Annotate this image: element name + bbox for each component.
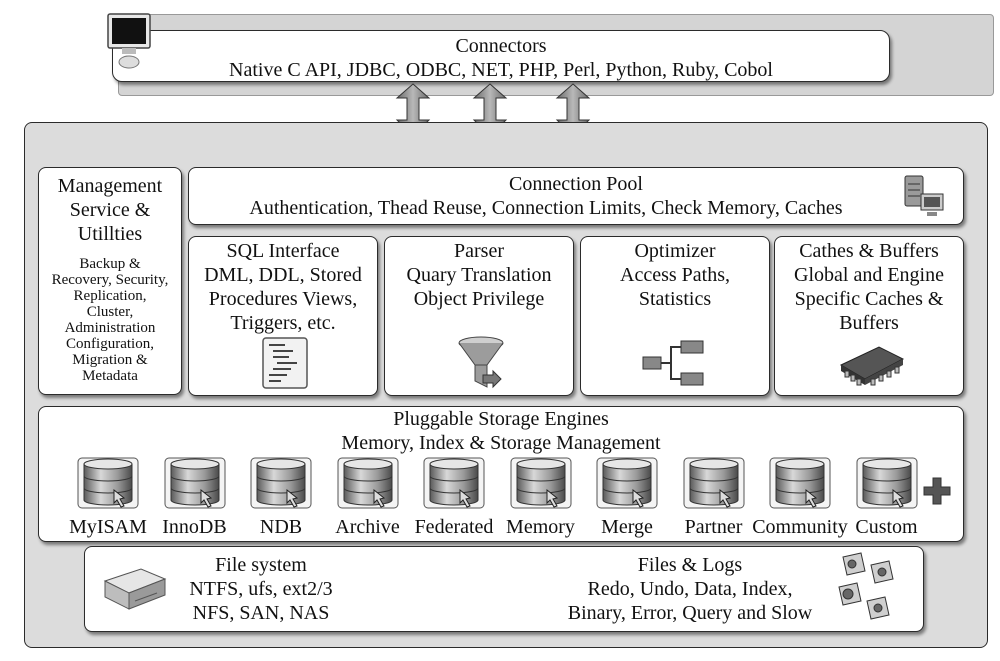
storage-engine-label: Merge — [601, 516, 653, 538]
storage-engine-archive: Archive — [322, 450, 414, 542]
files-logs-title: Files & Logs — [637, 554, 743, 576]
storage-engine-memory: Memory — [495, 450, 587, 542]
storage-engine-label: MyISAM — [69, 516, 147, 538]
module-line: Parser — [454, 240, 504, 262]
server-icon — [904, 175, 944, 216]
log-files-icon — [838, 552, 894, 620]
management-detail-line-4: Cluster, — [86, 304, 134, 320]
filesystem-line: NTFS, ufs, ext2/3 — [189, 578, 333, 600]
database-icon — [423, 457, 485, 509]
connection-pool-detail: Authentication, Thead Reuse, Connection … — [249, 197, 843, 219]
storage-engine-label: Federated — [414, 516, 494, 538]
database-icon — [250, 457, 312, 509]
storage-subtitle: Memory, Index & Storage Management — [341, 432, 661, 454]
connectors-panel: Connectors Native C API, JDBC, ODBC, NET… — [112, 30, 890, 82]
connectors-list: Native C API, JDBC, ODBC, NET, PHP, Perl… — [229, 59, 773, 81]
storage-title: Pluggable Storage Engines — [393, 408, 609, 430]
module-line: Statistics — [638, 288, 712, 310]
storage-engine-label: InnoDB — [162, 516, 227, 538]
connection-pool-panel: Connection Pool Authentication, Thead Re… — [188, 167, 964, 225]
storage-engine-custom: Custom — [841, 450, 933, 542]
module-line: Object Privilege — [413, 288, 545, 310]
files-logs-line: Binary, Error, Query and Slow — [567, 602, 813, 624]
management-title-line-2: Service & — [69, 199, 151, 221]
connectors-title: Connectors — [455, 35, 547, 57]
computer-icon — [107, 13, 151, 69]
files-logs-line: Redo, Undo, Data, Index, — [587, 578, 793, 600]
funnel-icon — [458, 336, 504, 389]
management-detail-line-8: Metadata — [82, 368, 138, 384]
hard-drive-icon — [103, 568, 167, 610]
module-line: Buffers — [839, 312, 899, 334]
management-detail-line-6: Configuration, — [66, 336, 154, 352]
management-detail-line-5: Administration — [64, 320, 156, 336]
optimizer-panel: Optimizer Access Paths, Statistics — [580, 236, 770, 396]
module-line: Quary Translation — [406, 264, 552, 286]
sql-interface-panel: SQL Interface DML, DDL, Stored Procedure… — [188, 236, 378, 396]
storage-engine-label: NDB — [259, 516, 303, 538]
storage-engine-label: Partner — [684, 516, 743, 538]
storage-engine-myisam: MyISAM — [62, 450, 154, 542]
database-icon — [856, 457, 917, 509]
storage-engine-ndb: NDB — [235, 450, 327, 542]
storage-engine-label: Memory — [506, 516, 575, 538]
module-line: Cathes & Buffers — [799, 240, 939, 262]
module-line: DML, DDL, Stored — [204, 264, 362, 286]
plus-icon — [923, 477, 951, 505]
filesystem-line: NFS, SAN, NAS — [192, 602, 330, 624]
management-title-line-1: Management — [57, 175, 163, 197]
module-line: Access Paths, — [620, 264, 730, 286]
database-icon — [683, 457, 744, 509]
storage-engine-label: Custom — [855, 516, 918, 538]
filesystem-title: File system — [215, 554, 307, 576]
module-line: SQL Interface — [226, 240, 340, 262]
storage-engine-federated: Federated — [408, 450, 500, 542]
management-detail-line-3: Replication, — [73, 288, 147, 304]
storage-engine-innodb: InnoDB — [149, 450, 241, 542]
database-icon — [596, 457, 658, 509]
connection-pool-title: Connection Pool — [509, 173, 643, 195]
management-detail-line-1: Backup & — [79, 256, 141, 272]
database-icon — [510, 457, 571, 509]
management-panel: Management Service & Utillties Backup & … — [38, 167, 182, 395]
storage-engine-merge: Merge — [581, 450, 673, 542]
document-list-icon — [262, 337, 308, 389]
management-title-line-3: Utillties — [77, 223, 143, 245]
database-icon — [77, 457, 139, 509]
database-icon — [337, 457, 398, 509]
management-detail-line-7: Migration & — [72, 352, 148, 368]
memory-chip-icon — [839, 346, 905, 386]
module-line: Procedures Views, — [208, 288, 358, 310]
parser-panel: Parser Quary Translation Object Privileg… — [384, 236, 574, 396]
storage-engine-community: Community — [752, 450, 848, 542]
database-icon — [769, 457, 831, 509]
module-line: Global and Engine — [794, 264, 944, 286]
module-line: Optimizer — [634, 240, 716, 262]
module-line: Triggers, etc. — [230, 312, 336, 334]
database-icon — [164, 457, 225, 509]
flowchart-icon — [642, 340, 704, 386]
storage-engine-partner: Partner — [668, 450, 760, 542]
module-line: Specific Caches & — [794, 288, 944, 310]
caches-buffers-panel: Cathes & Buffers Global and Engine Speci… — [774, 236, 964, 396]
engine-list: MyISAM InnoDB NDB Archive Federated Memory Mer… — [38, 450, 964, 542]
storage-engine-label: Community — [752, 516, 848, 538]
filesystem-panel: File system NTFS, ufs, ext2/3 NFS, SAN, … — [84, 546, 924, 632]
storage-engine-label: Archive — [335, 516, 400, 538]
management-detail-line-2: Recovery, Security, — [51, 272, 169, 288]
